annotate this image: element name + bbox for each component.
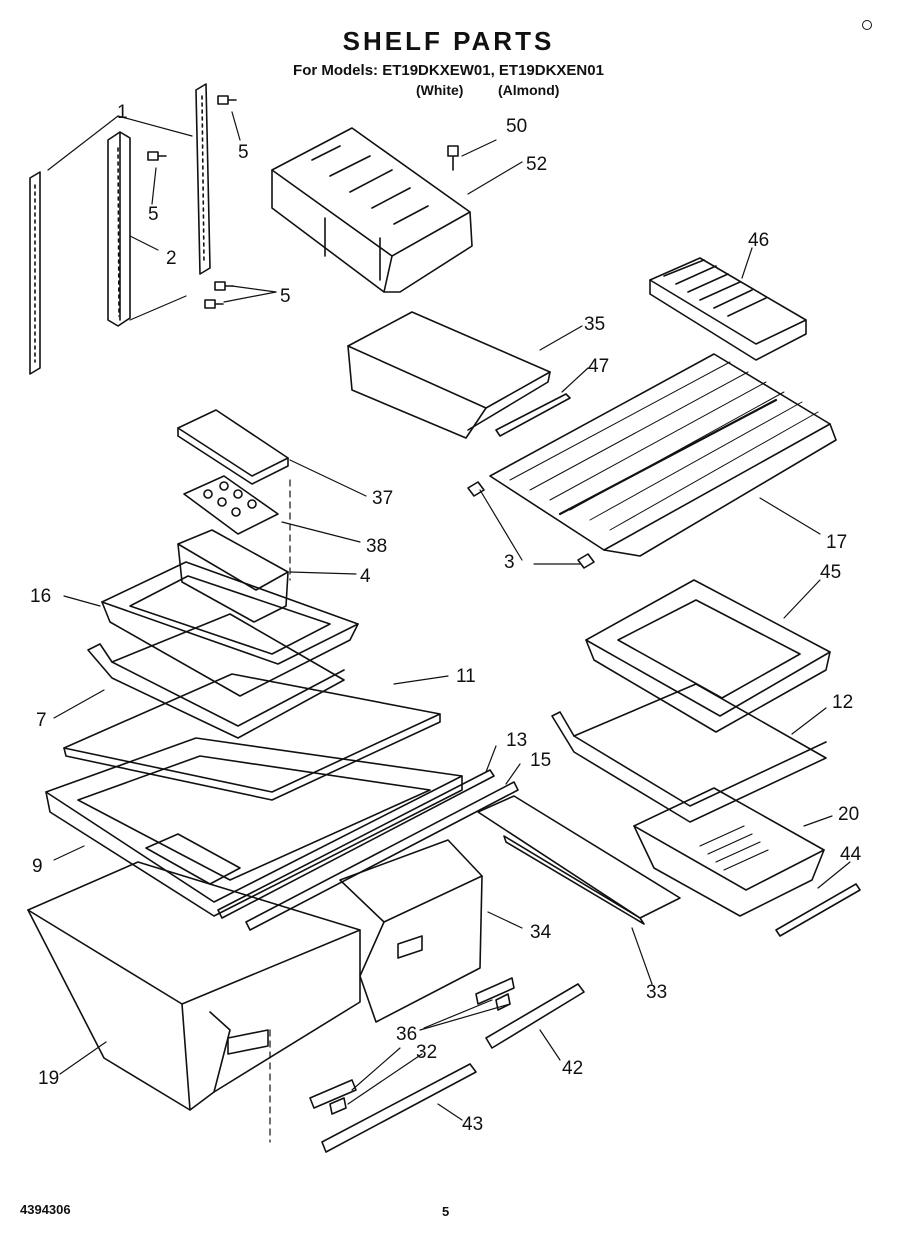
- callout-36: 36: [396, 1024, 417, 1045]
- callout-20: 20: [838, 804, 859, 825]
- callout-11: 11: [456, 666, 476, 687]
- drawer-handle-42-drawing: [485, 983, 585, 1049]
- screw-50-drawing: [447, 145, 459, 171]
- callout-13: 13: [506, 730, 527, 751]
- callout-5-mid: 5: [148, 204, 159, 225]
- callout-9: 9: [32, 856, 43, 877]
- document-number: 4394306: [20, 1202, 71, 1217]
- shelf-rail-right-drawing: [195, 83, 211, 275]
- callout-labels: 1 2 3 4 5 5 5 7 9 11 12 13 15 16 17 19 2…: [30, 102, 862, 1135]
- pan-bar-47-drawing: [495, 393, 571, 437]
- corner-hole-mark: [862, 20, 872, 30]
- callout-42: 42: [562, 1058, 583, 1079]
- callout-35: 35: [584, 314, 605, 335]
- freezer-shelf-drawing: [271, 127, 473, 293]
- callout-12: 12: [832, 692, 853, 713]
- callout-16: 16: [30, 586, 51, 607]
- meat-drawer-20-drawing: [633, 787, 825, 917]
- callout-44: 44: [840, 844, 862, 865]
- wire-shelf-drawing: [489, 353, 837, 557]
- callout-45: 45: [820, 562, 841, 583]
- callout-5-top: 5: [238, 142, 249, 163]
- drawer-cover-33-drawing: [477, 795, 681, 925]
- screw-drawings: [147, 95, 237, 309]
- callout-52: 52: [526, 154, 547, 175]
- callout-37: 37: [372, 488, 393, 509]
- shelf-rail-center-drawing: [107, 131, 131, 327]
- callout-19: 19: [38, 1068, 59, 1089]
- callout-17: 17: [826, 532, 847, 553]
- callout-32: 32: [416, 1042, 437, 1063]
- glass-shelf-16-drawing: [101, 561, 359, 697]
- drawer-bar-44-drawing: [775, 883, 861, 937]
- page-title: SHELF PARTS: [342, 26, 555, 56]
- callout-47: 47: [588, 356, 609, 377]
- shelf-rail-left-drawing: [29, 171, 41, 375]
- snack-pan-drawing: [347, 311, 551, 439]
- slide-36-drawing: [309, 977, 515, 1109]
- callout-46: 46: [748, 230, 769, 251]
- callout-50: 50: [506, 116, 527, 137]
- callout-4: 4: [360, 566, 371, 587]
- ice-tray-drawing: [649, 257, 807, 361]
- glass-shelf-45-drawing: [585, 579, 831, 733]
- crisper-drawer-34-drawing: [339, 839, 483, 1023]
- shelf-frame-7-drawing: [87, 613, 345, 739]
- callout-33: 33: [646, 982, 667, 1003]
- leader-lines: [47, 111, 851, 1143]
- dairy-bin-drawing: [177, 529, 289, 623]
- crisper-cover-frame-drawing: [45, 737, 463, 917]
- callout-7: 7: [36, 710, 47, 731]
- trim-strip-15-drawing: [245, 781, 519, 931]
- callout-34: 34: [530, 922, 552, 943]
- callout-2: 2: [166, 248, 177, 269]
- glass-panel-11-drawing: [63, 673, 441, 801]
- models-line: For Models: ET19DKXEW01, ET19DKXEN01: [293, 62, 604, 79]
- page-number: 5: [442, 1204, 450, 1219]
- egg-bin-lid-drawing: [177, 409, 289, 485]
- drawer-handle-43-drawing: [321, 1063, 477, 1153]
- callout-5-bottom: 5: [280, 286, 291, 307]
- callout-43: 43: [462, 1114, 483, 1135]
- shelf-frame-12-drawing: [551, 683, 827, 823]
- callout-15: 15: [530, 750, 551, 771]
- variant-white-label: (White): [416, 82, 464, 98]
- variant-almond-label: (Almond): [498, 82, 560, 98]
- egg-tray-drawing: [183, 475, 279, 535]
- crisper-drawer-19-drawing: [27, 861, 361, 1111]
- callout-3: 3: [504, 552, 515, 573]
- callout-38: 38: [366, 536, 387, 557]
- callout-1: 1: [117, 102, 128, 123]
- trim-strip-13-drawing: [217, 769, 495, 919]
- shelf-stop-drawing: [467, 481, 595, 569]
